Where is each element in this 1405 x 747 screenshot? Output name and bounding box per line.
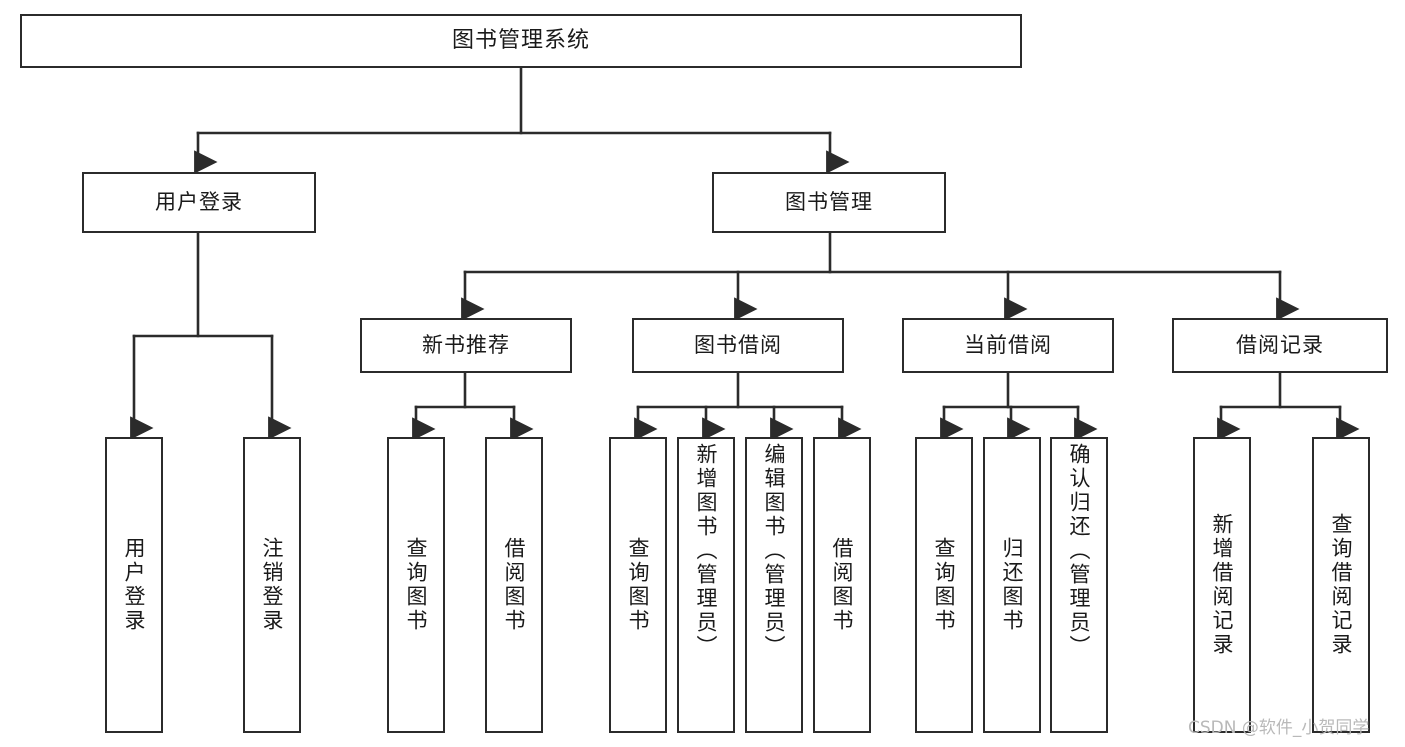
node-label: 编辑图书（管理员） <box>762 443 787 659</box>
node-label: 图书借阅 <box>694 333 782 358</box>
node-label: 当前借阅 <box>964 333 1052 358</box>
node-label: 查询借阅记录 <box>1329 513 1354 657</box>
node-label: 新书推荐 <box>422 333 510 358</box>
node-label: 查询图书 <box>404 537 429 633</box>
leaf-current-borrow-confirm-return-admin[interactable]: 确认归还（管理员） <box>1050 437 1108 733</box>
node-current-borrow[interactable]: 当前借阅 <box>902 318 1114 373</box>
node-book-borrow[interactable]: 图书借阅 <box>632 318 844 373</box>
node-label: 确认归还（管理员） <box>1067 443 1092 659</box>
node-label: 查询图书 <box>626 537 651 633</box>
leaf-book-borrow-borrow-book[interactable]: 借阅图书 <box>813 437 871 733</box>
node-label: 新增借阅记录 <box>1210 513 1235 657</box>
node-root-book-management-system[interactable]: 图书管理系统 <box>20 14 1022 68</box>
csdn-watermark: CSDN @软件_小贺同学 <box>1188 718 1370 738</box>
node-label: 借阅图书 <box>502 537 527 633</box>
leaf-borrow-record-query-record[interactable]: 查询借阅记录 <box>1312 437 1370 733</box>
leaf-book-borrow-query-book[interactable]: 查询图书 <box>609 437 667 733</box>
leaf-book-borrow-add-book-admin[interactable]: 新增图书（管理员） <box>677 437 735 733</box>
node-book-management[interactable]: 图书管理 <box>712 172 946 233</box>
node-borrow-record[interactable]: 借阅记录 <box>1172 318 1388 373</box>
node-label: 借阅图书 <box>830 537 855 633</box>
node-label: 归还图书 <box>1000 537 1025 633</box>
leaf-current-borrow-return-book[interactable]: 归还图书 <box>983 437 1041 733</box>
leaf-borrow-record-add-record[interactable]: 新增借阅记录 <box>1193 437 1251 733</box>
node-label: 注销登录 <box>260 537 285 633</box>
node-new-book-recommend[interactable]: 新书推荐 <box>360 318 572 373</box>
leaf-new-book-query-book[interactable]: 查询图书 <box>387 437 445 733</box>
leaf-new-book-borrow-book[interactable]: 借阅图书 <box>485 437 543 733</box>
node-label: 用户登录 <box>122 537 147 633</box>
leaf-book-borrow-edit-book-admin[interactable]: 编辑图书（管理员） <box>745 437 803 733</box>
node-user-login[interactable]: 用户登录 <box>82 172 316 233</box>
leaf-user-logout[interactable]: 注销登录 <box>243 437 301 733</box>
node-label: 图书管理 <box>785 190 873 215</box>
node-label: 查询图书 <box>932 537 957 633</box>
node-label: 借阅记录 <box>1236 333 1324 358</box>
leaf-user-login[interactable]: 用户登录 <box>105 437 163 733</box>
node-label: 新增图书（管理员） <box>694 443 719 659</box>
node-label: 图书管理系统 <box>451 28 590 54</box>
node-label: 用户登录 <box>155 190 243 215</box>
leaf-current-borrow-query-book[interactable]: 查询图书 <box>915 437 973 733</box>
